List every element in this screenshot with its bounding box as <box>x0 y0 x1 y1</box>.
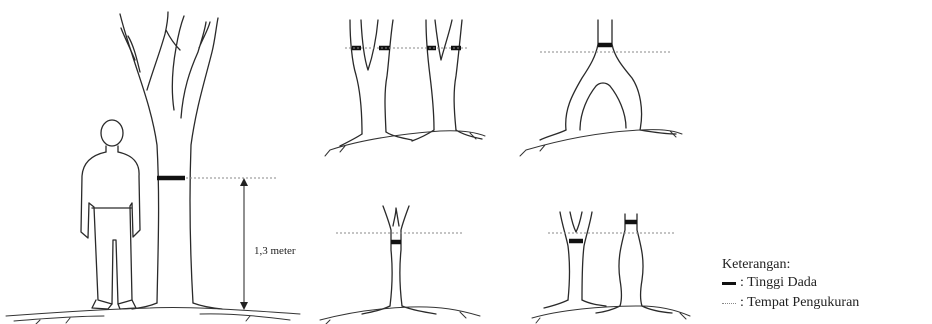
forked-tree-low-fork <box>325 20 485 156</box>
dotted-line-icon <box>722 303 736 304</box>
legend-item-label: : Tempat Pengukuran <box>740 295 859 311</box>
buttress-and-bottle-trees <box>532 212 690 323</box>
high-fork-tree <box>320 206 480 324</box>
measurement-height-label: 1,3 meter <box>254 245 296 257</box>
ground-line-1 <box>6 307 300 324</box>
solid-bar-icon <box>722 282 736 285</box>
legend-item-measurement-point: : Tempat Pengukuran <box>722 295 928 313</box>
legend-item-label: : Tinggi Dada <box>740 275 817 291</box>
person-figure <box>81 120 140 309</box>
legend-item-breast-height: : Tinggi Dada <box>722 275 928 293</box>
legend-title: Keterangan: <box>722 257 790 273</box>
large-tree <box>120 12 276 309</box>
y-base-tree <box>520 20 682 156</box>
